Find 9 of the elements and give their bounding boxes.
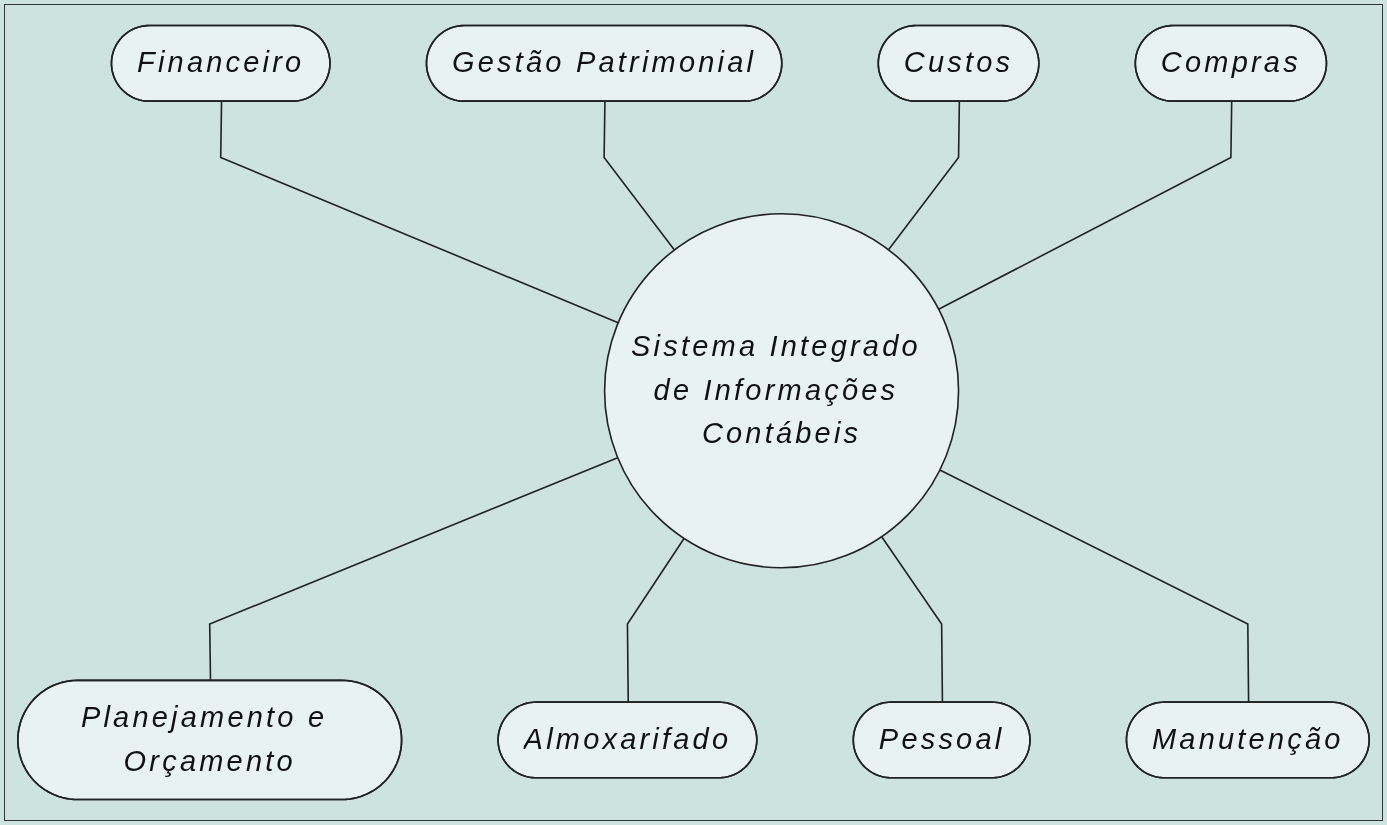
connector bbox=[219, 101, 619, 324]
node-circle: Sistema Integrado de Informações Contábeis bbox=[603, 213, 960, 569]
connector bbox=[937, 101, 1233, 311]
connector bbox=[626, 537, 685, 704]
connector bbox=[603, 101, 676, 251]
connector bbox=[880, 535, 944, 704]
connector bbox=[887, 101, 961, 251]
connector bbox=[939, 469, 1250, 704]
connector bbox=[208, 456, 619, 682]
